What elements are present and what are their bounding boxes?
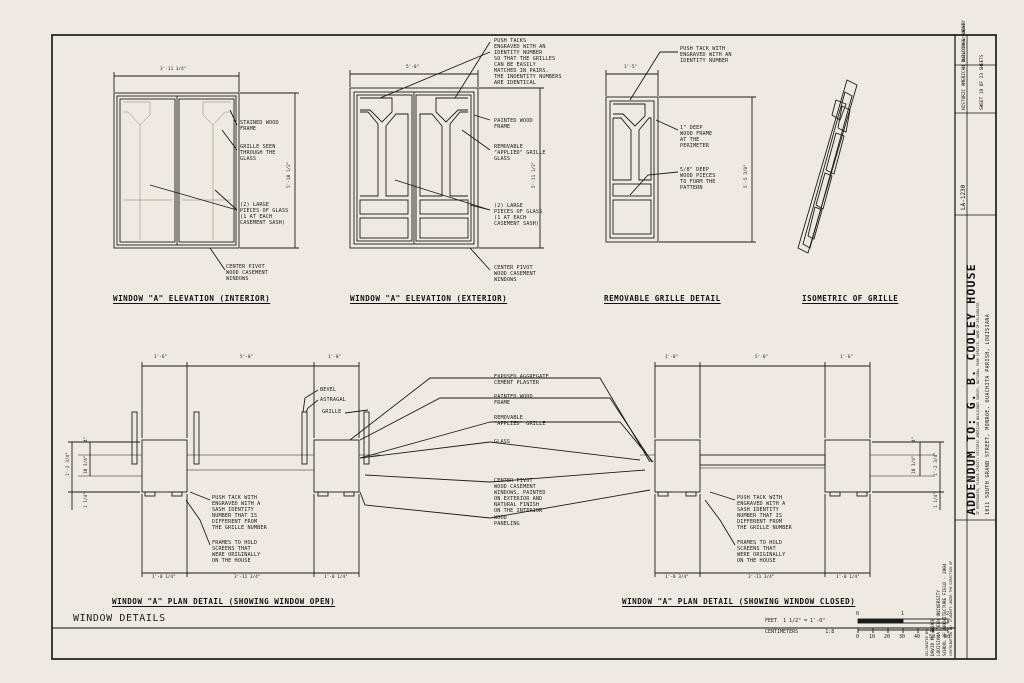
note-large-glass-exterior: (2) LARGE PIECES OF GLASS (1 AT EACH CAS… (494, 203, 543, 227)
dim-right-v-4: 1 1/4" (934, 492, 939, 508)
school-line-3: CONTRIBUTION BY: STUDENTS UNDER THE DIRE… (949, 560, 953, 656)
scale-feet-label: FEET 1 1/2" = 1'-0" (765, 618, 826, 624)
note-center-pivot-plan: CENTER PIVOT WOOD CASEMENT WINDOWS, PAIN… (494, 478, 546, 514)
scale-cm-tick-5: 50 (929, 634, 936, 640)
title-exterior-elevation: WINDOW "A" ELEVATION (EXTERIOR) (350, 294, 508, 303)
dim-closed-top-1: 1'-0" (665, 355, 679, 360)
dim-left-v-1: 1'-2 3/4" (66, 452, 71, 476)
scale-feet-tick-2: 2 (946, 611, 950, 617)
note-bevel: BEVEL (320, 387, 337, 393)
note-push-tack-single: PUSH TACK WITH ENGRAVED WITH AN IDENTITY… (680, 46, 732, 64)
dim-interior-width: 3'-11 3/4" (160, 67, 187, 72)
scale-cm-label: CENTIMETERS 1:8 (765, 629, 835, 635)
note-exposed-aggregate: EXPOSED AGGREGATE CEMENT PLASTER (494, 374, 549, 386)
note-frames-left: FRAMES TO HOLD SCREENS THAT WERE ORIGINA… (212, 540, 261, 564)
plan-detail-open (68, 362, 491, 577)
dim-open-bottom-3: 1'-0 1/4" (324, 575, 348, 580)
exterior-elevation (349, 41, 544, 271)
dim-open-bottom-1: 1'-0 1/4" (152, 575, 176, 580)
note-push-tack-left: PUSH TACK WITH ENGRAVED WITH A SASH IDEN… (212, 495, 267, 531)
note-grille: GRILLE (322, 409, 342, 415)
dim-closed-bottom-2: 3'-11 3/4" (748, 575, 775, 580)
grille-detail (605, 51, 756, 243)
dim-right-v-3: 1'-2 3/4" (934, 452, 939, 476)
dim-closed-bottom-1: 1'-0 3/4" (665, 575, 689, 580)
delineator-name: DAVID M. BRUCE (931, 618, 936, 656)
dim-interior-height: 5'-10 1/2" (287, 161, 292, 188)
note-removable-plan: REMOVABLE "APPLIED" GRILLE (494, 415, 546, 427)
note-push-tacks: PUSH TACKS ENGRAVED WITH AN IDENTITY NUM… (494, 38, 562, 86)
school-line-1: LOUISIANA TECH UNIVERSITY (937, 589, 942, 656)
dim-open-top-1: 1'-6" (154, 355, 168, 360)
title-grille-detail: REMOVABLE GRILLE DETAIL (604, 294, 721, 303)
dim-grille-height: 5'-5 3/8" (744, 164, 749, 188)
dim-closed-top-3: 1'-6" (840, 355, 854, 360)
note-push-tack-right: PUSH TACK WITH ENGRAVED WITH A SASH IDEN… (737, 495, 792, 531)
title-plan-closed: WINDOW "A" PLAN DETAIL (SHOWING WINDOW C… (622, 597, 856, 606)
note-deep-pieces: 5/8" DEEP WOOD PIECES TO FORM THE PATTER… (680, 167, 716, 191)
note-center-pivot-interior: CENTER PIVOT WOOD CASEMENT WINDOWS (226, 264, 268, 282)
title-plan-open: WINDOW "A" PLAN DETAIL (SHOWING WINDOW O… (112, 597, 336, 606)
school-line-2: SCHOOL OF ARCHITECTURE FIELD - 2004 (943, 563, 948, 656)
sheet-number: SHEET 19 OF 23 SHEETS (980, 54, 985, 110)
dim-right-v-1: 4" (912, 436, 917, 442)
note-astragal: ASTRAGAL (320, 397, 346, 403)
sheet-address: 1011 SOUTH GRAND STREET, MONROE, OUACHIT… (985, 313, 991, 515)
dim-grille-width: 1'-5" (624, 65, 638, 70)
sheet-border (51, 34, 997, 660)
note-painted-frame-plan: PAINTED WOOD FRAME (494, 394, 533, 406)
survey-number: LA-1230 (960, 184, 967, 210)
scale-cm-tick-0: 0 (856, 634, 860, 640)
credit-note: IF REPRODUCED, PLEASE CREDIT: HISTORIC A… (976, 302, 980, 515)
dim-open-top-3: 1'-0" (328, 355, 342, 360)
title-isometric: ISOMETRIC OF GRILLE (802, 294, 899, 303)
scale-feet-tick-0: 0 (856, 611, 860, 617)
dim-left-v-3: 4" (84, 436, 89, 442)
drawing-group-title: WINDOW DETAILS (73, 613, 166, 624)
index-note: INDEX TO PHOTOGRAPHS (962, 22, 966, 62)
note-center-pivot-exterior: CENTER PIVOT WOOD CASEMENT WINDOWS (494, 265, 536, 283)
note-glass: GLASS (494, 439, 511, 445)
dim-closed-bottom-3: 1'-0 1/4" (836, 575, 860, 580)
note-deep-frame: 1" DEEP WOOD FRAME AT THE PERIMETER (680, 125, 713, 149)
note-removable-applied: REMOVABLE "APPLIED" GRILLE GLASS (494, 144, 546, 162)
scale-cm-tick-4: 40 (914, 634, 921, 640)
dim-open-bottom-2: 3'-11 3/4" (234, 575, 261, 580)
note-frames-right: FRAMES TO HOLD SCREENS THAT WERE ORIGINA… (737, 540, 786, 564)
scale-cm-tick-3: 30 (899, 634, 906, 640)
interior-elevation (113, 72, 299, 271)
scale-cm-tick-2: 20 (884, 634, 891, 640)
note-painted-frame: PAINTED WOOD FRAME (494, 118, 533, 130)
note-grille-seen: GRILLE SEEN THROUGH THE GLASS (240, 144, 276, 162)
dim-left-v-2: 10 3/4" (84, 455, 89, 474)
note-large-glass-interior: (2) LARGE PIECES OF GLASS (1 AT EACH CAS… (240, 202, 289, 226)
note-wood-paneling: WOOD PANELING (494, 515, 520, 527)
scale-cm-tick-1: 10 (869, 634, 876, 640)
scale-cm-tick-6: 60 (944, 634, 951, 640)
dim-left-v-4: 1 1/4" (84, 492, 89, 508)
dim-exterior-width: 5'-0" (406, 65, 420, 70)
dim-exterior-height: 5'-11 1/2" (532, 161, 537, 188)
dim-right-v-2: 10 3/4" (912, 455, 917, 474)
scale-feet-tick-1: 1 (901, 611, 905, 617)
dim-closed-top-2: 5'-0" (755, 355, 769, 360)
delineated-by: DELINEATED BY: (925, 628, 929, 656)
note-stained-frame: STAINED WOOD FRAME (240, 120, 279, 132)
title-interior-elevation: WINDOW "A" ELEVATION (INTERIOR) (113, 294, 271, 303)
dim-open-top-2: 5'-0" (240, 355, 254, 360)
plan-detail-closed (489, 362, 944, 577)
grille-isometric (797, 79, 858, 254)
